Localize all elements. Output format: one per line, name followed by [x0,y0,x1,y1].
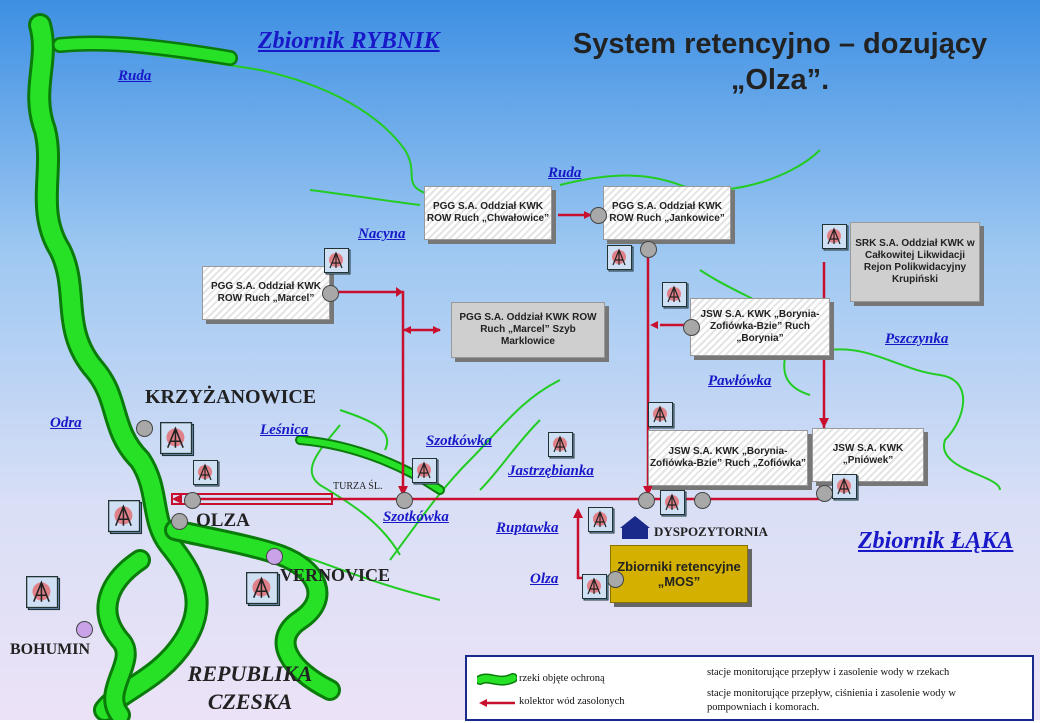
box-marcel-szyb[interactable]: PGG S.A. Oddział KWK ROW Ruch „Marcel” S… [451,302,605,358]
river-top [54,37,236,64]
box-borynia-text: JSW S.A. KWK „Borynia-Zofiówka-Bzie” Ruc… [700,309,820,344]
box-mos-text: Zbiorniki retencyjne „MOS” [617,559,741,589]
node-olza [171,513,188,530]
monitoring-station-icon[interactable] [832,474,860,502]
legend-rivers-text: rzeki objęte ochroną [519,673,605,684]
box-srk[interactable]: SRK S.A. Oddział KWK w Całkowitej Likwid… [850,222,980,302]
legend-collector-text: kolektor wód zasolonych [519,696,625,707]
river-olza [167,522,338,698]
title-line1: System retencyjno – dozujący [572,28,988,60]
node-jankowice-out [640,241,657,258]
monitoring-station-icon[interactable] [25,576,62,612]
node-vernovice [266,548,283,565]
box-jankowice-text: PGG S.A. Oddział KWK ROW Ruch „Jankowice… [609,201,725,224]
river-label-olza[interactable]: Olza [530,571,559,587]
monitoring-station-icon[interactable] [193,460,221,488]
title-line2: „Olza”. [730,64,830,96]
box-mos[interactable]: Zbiorniki retencyjne „MOS” [610,545,748,603]
monitoring-station-icon[interactable] [660,490,688,518]
legend-stations-pump-text: stacje monitorujące przepływ, ciśnienia … [707,688,956,713]
legend: rzeki objęte ochroną kolektor wód zasolo… [465,655,1034,721]
republika-czeska-label: REPUBLIKA CZESKA [180,660,320,716]
river-nacyna [309,189,421,206]
box-chwalowice[interactable]: PGG S.A. Oddział KWK ROW Ruch „Chwałowic… [424,186,552,240]
river-pszczynka [829,348,1001,491]
river-label-ruda-1[interactable]: Ruda [118,68,152,84]
river-label-lesnica[interactable]: Leśnica [260,422,309,438]
node-borynia [683,319,700,336]
node-pniowek [816,485,833,502]
dispatch-house-icon [620,516,650,539]
river-lesnica [339,409,389,451]
monitoring-station-icon[interactable] [412,458,440,486]
river-bohumin [99,552,148,720]
monitoring-station-icon[interactable] [648,402,676,430]
monitoring-station-icon[interactable] [822,224,850,252]
reservoir-laka-label[interactable]: Zbiornik ŁĄKA [858,528,1014,554]
box-srk-text: SRK S.A. Oddział KWK w Całkowitej Likwid… [855,238,975,285]
river-ruptawka [479,419,541,491]
river-label-jastrzebianka[interactable]: Jastrzębianka [508,463,594,479]
place-krzyzanowice: KRZYŻANOWICE [145,386,317,408]
node-turza [396,492,413,509]
republika-line1: REPUBLIKA [187,661,313,686]
legend-stations-rivers-text: stacje monitorujące przepływ i zasolenie… [707,667,950,678]
node-jankowice [590,207,607,224]
place-bohumin: BOHUMIN [10,641,90,658]
monitoring-station-icon[interactable] [588,507,616,535]
monitoring-station-icon[interactable] [662,282,690,310]
river-label-pszczynka[interactable]: Pszczynka [885,331,949,347]
river-label-ruptawka[interactable]: Ruptawka [496,520,559,536]
monitoring-station-icon[interactable] [582,574,610,602]
monitoring-station-icon[interactable] [245,572,282,608]
river-odra [30,16,206,719]
place-turza: TURZA ŚL. [333,481,383,492]
box-borynia[interactable]: JSW S.A. KWK „Borynia-Zofiówka-Bzie” Ruc… [690,298,830,356]
republika-line2: CZESKA [207,689,293,714]
place-vernovice: VERNOVICE [280,565,391,585]
box-marcel[interactable]: PGG S.A. Oddział KWK ROW Ruch „Marcel” [202,266,330,320]
box-marcel-szyb-text: PGG S.A. Oddział KWK ROW Ruch „Marcel” S… [459,312,597,347]
monitoring-station-icon[interactable] [607,245,635,273]
river-jastrzebianka [389,379,561,561]
river-label-pawlowka[interactable]: Pawłówka [708,373,772,389]
box-jankowice[interactable]: PGG S.A. Oddział KWK ROW Ruch „Jankowice… [603,186,731,240]
box-pniowek[interactable]: JSW S.A. KWK „Pniówek” [812,428,924,482]
place-olza: OLZA [196,510,250,531]
monitoring-station-icon[interactable] [160,422,196,458]
river-label-szotkowka-2[interactable]: Szotkówka [383,509,449,525]
river-ruda-upper [59,44,431,196]
box-chwalowice-text: PGG S.A. Oddział KWK ROW Ruch „Chwałowic… [426,201,550,224]
legend-collector-icon [479,699,515,707]
node-marcel [322,285,339,302]
river-label-nacyna[interactable]: Nacyna [358,226,406,242]
box-zofiowka[interactable]: JSW S.A. KWK „Borynia-Zofiówka-Bzie” Ruc… [648,430,808,486]
monitoring-station-icon[interactable] [324,248,352,276]
page-title: System retencyjno – dozujący „Olza”. [520,26,1040,98]
place-dyspozytornia: DYSPOZYTORNIA [654,524,768,539]
monitoring-station-icon[interactable] [108,500,144,536]
node-bohumin [76,621,93,638]
river-label-ruda-2[interactable]: Ruda [548,165,582,181]
monitoring-station-icon[interactable] [548,432,576,460]
box-marcel-text: PGG S.A. Oddział KWK ROW Ruch „Marcel” [210,281,321,304]
legend-river-icon [477,673,517,686]
river-label-szotkowka-1[interactable]: Szotkówka [426,433,492,449]
box-zofiowka-text: JSW S.A. KWK „Borynia-Zofiówka-Bzie” Ruc… [649,446,807,469]
reservoir-rybnik-label[interactable]: Zbiornik RYBNIK [258,28,440,54]
box-pniowek-text: JSW S.A. KWK „Pniówek” [832,443,904,466]
node-krzyzanowice [136,420,153,437]
node-zofiowka-b [694,492,711,509]
river-label-odra[interactable]: Odra [50,415,82,431]
node-olza-collector [184,492,201,509]
river-ruda-right [559,149,821,192]
node-zofiowka-a [638,492,655,509]
